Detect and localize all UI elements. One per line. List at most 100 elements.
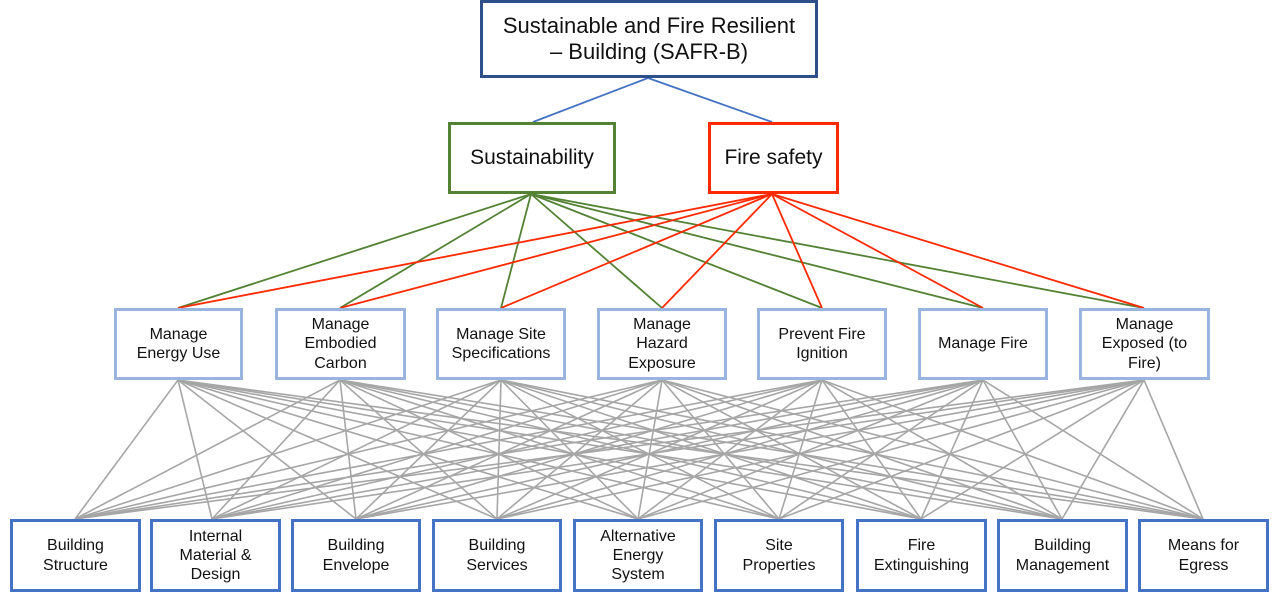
link-criterion-3-component-1 — [211, 379, 663, 520]
component-building-structure: Building Structure — [10, 519, 141, 592]
link-criterion-5-component-0 — [74, 379, 984, 520]
link-criterion-2-component-8 — [500, 379, 1204, 520]
link-criterion-1-component-2 — [339, 379, 357, 520]
criterion-manage-energy-use: Manage Energy Use — [114, 308, 243, 380]
criterion-prevent-fire-ignition: Prevent Fire Ignition — [757, 308, 887, 380]
component-alternative-energy-system: Alternative Energy System — [573, 519, 703, 592]
link-criterion-4-component-6 — [821, 379, 922, 520]
criterion-manage-embodied-carbon: Manage Embodied Carbon — [275, 308, 406, 380]
link-root-pillar-1 — [647, 77, 773, 123]
link-criterion-5-component-4 — [637, 379, 984, 520]
link-criterion-6-component-6 — [920, 379, 1145, 520]
link-criterion-3-component-7 — [661, 379, 1063, 520]
link-fire-safety-criterion-3 — [661, 193, 773, 309]
link-criterion-2-component-2 — [355, 379, 502, 520]
criterion-manage-exposed-to-fire: Manage Exposed (to Fire) — [1079, 308, 1210, 380]
link-sustainability-criterion-1 — [339, 193, 532, 309]
link-criterion-6-component-3 — [496, 379, 1145, 520]
component-internal-material-design: Internal Material & Design — [150, 519, 281, 592]
link-sustainability-criterion-2 — [500, 193, 532, 309]
link-criterion-6-component-2 — [355, 379, 1145, 520]
link-sustainability-criterion-0 — [177, 193, 532, 309]
link-criterion-5-component-7 — [982, 379, 1063, 520]
link-criterion-0-component-0 — [74, 379, 179, 520]
link-sustainability-criterion-3 — [530, 193, 663, 309]
link-criterion-1-component-6 — [339, 379, 922, 520]
criterion-manage-fire: Manage Fire — [918, 308, 1048, 380]
component-fire-extinguishing: Fire Extinguishing — [856, 519, 987, 592]
link-criterion-4-component-2 — [355, 379, 823, 520]
link-criterion-2-component-7 — [500, 379, 1063, 520]
link-fire-safety-criterion-0 — [177, 193, 773, 309]
link-criterion-6-component-8 — [1143, 379, 1204, 520]
link-criterion-1-component-7 — [339, 379, 1063, 520]
link-criterion-4-component-8 — [821, 379, 1204, 520]
link-criterion-0-component-1 — [177, 379, 213, 520]
link-criterion-6-component-0 — [74, 379, 1145, 520]
component-building-envelope: Building Envelope — [291, 519, 421, 592]
link-fire-safety-criterion-1 — [339, 193, 773, 309]
link-criterion-4-component-4 — [637, 379, 823, 520]
link-criterion-3-component-4 — [637, 379, 663, 520]
link-criterion-2-component-6 — [500, 379, 922, 520]
link-criterion-0-component-2 — [177, 379, 357, 520]
component-means-for-egress: Means for Egress — [1138, 519, 1269, 592]
link-criterion-0-component-7 — [177, 379, 1063, 520]
link-criterion-5-component-6 — [920, 379, 984, 520]
link-criterion-1-component-3 — [339, 379, 498, 520]
link-criterion-1-component-5 — [339, 379, 780, 520]
link-criterion-5-component-2 — [355, 379, 984, 520]
component-site-properties: Site Properties — [714, 519, 844, 592]
link-criterion-3-component-2 — [355, 379, 663, 520]
link-criterion-3-component-5 — [661, 379, 780, 520]
link-criterion-0-component-3 — [177, 379, 498, 520]
component-building-management: Building Management — [997, 519, 1128, 592]
link-fire-safety-criterion-6 — [771, 193, 1145, 309]
criterion-manage-site-specifications: Manage Site Specifications — [436, 308, 566, 380]
link-criterion-4-component-1 — [211, 379, 823, 520]
link-fire-safety-criterion-4 — [771, 193, 823, 309]
link-criterion-1-component-1 — [211, 379, 341, 520]
link-criterion-3-component-3 — [496, 379, 663, 520]
link-criterion-5-component-5 — [778, 379, 984, 520]
link-fire-safety-criterion-5 — [771, 193, 984, 309]
link-criterion-2-component-0 — [74, 379, 502, 520]
link-criterion-3-component-8 — [661, 379, 1204, 520]
link-criterion-4-component-0 — [74, 379, 823, 520]
link-criterion-6-component-4 — [637, 379, 1145, 520]
link-criterion-1-component-0 — [74, 379, 341, 520]
link-criterion-2-component-3 — [496, 379, 502, 520]
link-criterion-4-component-7 — [821, 379, 1063, 520]
link-criterion-4-component-5 — [778, 379, 823, 520]
link-criterion-0-component-5 — [177, 379, 780, 520]
link-sustainability-criterion-6 — [530, 193, 1145, 309]
link-root-pillar-0 — [532, 77, 649, 123]
link-criterion-0-component-6 — [177, 379, 922, 520]
link-criterion-6-component-5 — [778, 379, 1145, 520]
pillar-fire-safety: Fire safety — [708, 122, 839, 194]
link-criterion-2-component-5 — [500, 379, 780, 520]
link-criterion-2-component-1 — [211, 379, 502, 520]
link-criterion-3-component-0 — [74, 379, 663, 520]
component-building-services: Building Services — [432, 519, 562, 592]
link-criterion-5-component-3 — [496, 379, 984, 520]
link-criterion-1-component-4 — [339, 379, 639, 520]
link-sustainability-criterion-5 — [530, 193, 984, 309]
pillar-sustainability: Sustainability — [448, 122, 616, 194]
link-fire-safety-criterion-2 — [500, 193, 773, 309]
link-criterion-6-component-1 — [211, 379, 1145, 520]
link-criterion-5-component-8 — [982, 379, 1204, 520]
root-node: Sustainable and Fire Resilient – Buildin… — [480, 0, 818, 78]
criterion-manage-hazard-exposure: Manage Hazard Exposure — [597, 308, 727, 380]
link-criterion-2-component-4 — [500, 379, 639, 520]
link-criterion-0-component-8 — [177, 379, 1204, 520]
link-sustainability-criterion-4 — [530, 193, 823, 309]
link-criterion-0-component-4 — [177, 379, 639, 520]
link-criterion-6-component-7 — [1061, 379, 1145, 520]
link-criterion-5-component-1 — [211, 379, 984, 520]
link-criterion-1-component-8 — [339, 379, 1204, 520]
link-criterion-3-component-6 — [661, 379, 922, 520]
link-criterion-4-component-3 — [496, 379, 823, 520]
